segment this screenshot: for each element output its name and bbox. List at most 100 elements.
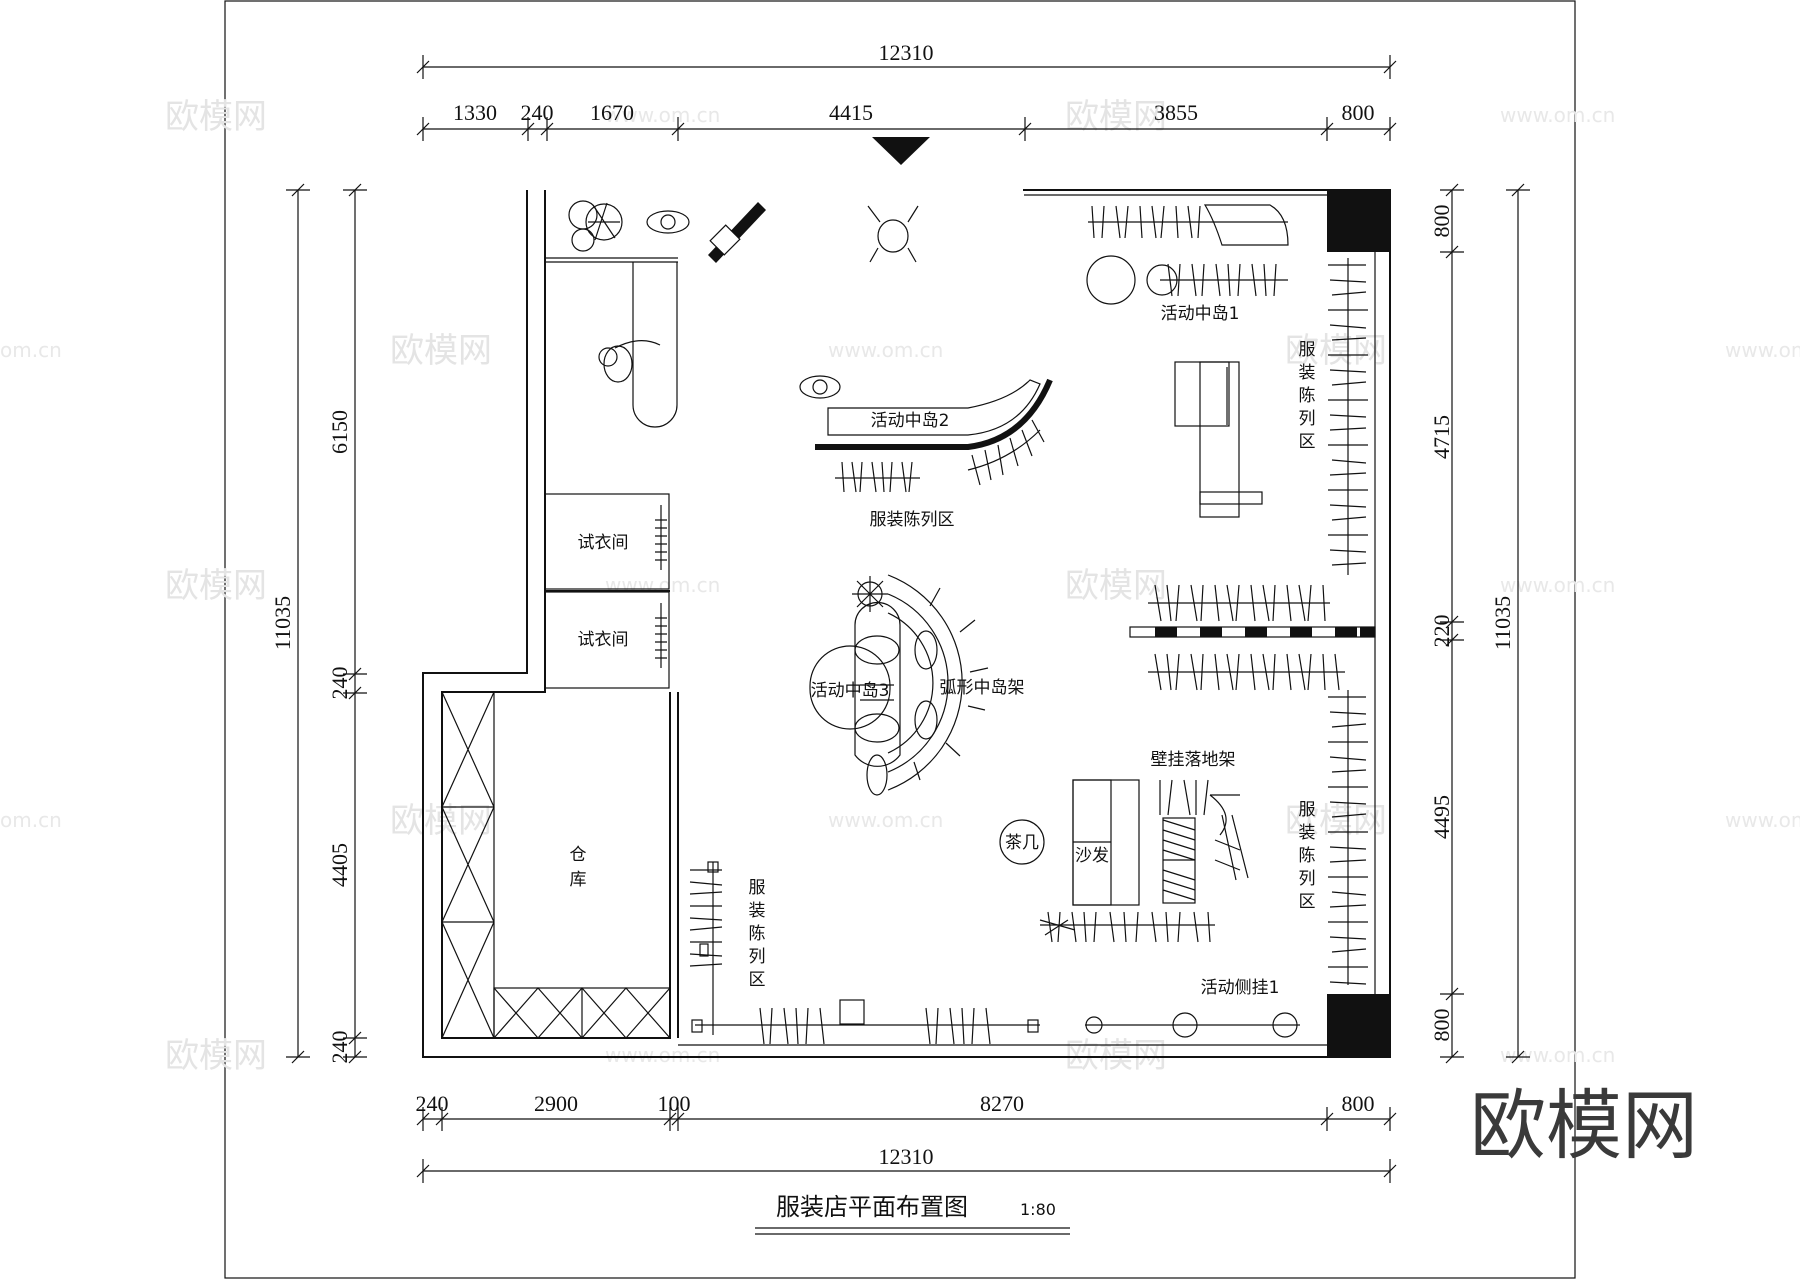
- dim-right-seg-2: 4715: [1429, 415, 1454, 459]
- drawing-scale: 1:80: [1020, 1200, 1056, 1219]
- island-1-label: 活动中岛1: [1161, 304, 1240, 324]
- dim-left-seg-1: 6150: [327, 410, 352, 454]
- person-icon: [867, 205, 919, 263]
- watermark-layer: 欧模网 欧模网 欧模网 欧模网 欧模网 欧模网 欧模网 欧模网 欧模网 欧模网 …: [0, 97, 1800, 1076]
- watermark-text: 欧模网: [165, 566, 267, 606]
- island-2-label: 活动中岛2: [871, 411, 950, 431]
- display-area-char: 服: [749, 878, 766, 898]
- sofa: 沙发: [1072, 779, 1140, 906]
- watermark-url: om.cn: [0, 808, 62, 832]
- display-area-char: 服: [1299, 340, 1316, 360]
- display-area-char: 装: [1299, 363, 1316, 383]
- watermark-url: www.om.cn: [1500, 573, 1615, 597]
- watermark-text: 欧模网: [1285, 801, 1387, 841]
- dim-bottom-total: 12310: [879, 1144, 934, 1169]
- watermark-url: www.om.cn: [828, 808, 943, 832]
- display-area-char: 区: [1299, 432, 1316, 452]
- sofa-label: 沙发: [1075, 846, 1109, 866]
- watermark-url: www.om.cn: [1500, 1043, 1615, 1067]
- dim-left-seg-3: 4405: [327, 843, 352, 887]
- watermark-url: www.om.cn: [605, 103, 720, 127]
- side-hanger: [1085, 1012, 1300, 1038]
- dimension-right: 800 4715 220 4495 800 11035: [1429, 183, 1530, 1064]
- central-partition: [1129, 584, 1376, 691]
- dim-top-seg-1: 1330: [453, 100, 497, 125]
- storage-label: 仓: [570, 845, 587, 865]
- column-top: [1327, 190, 1390, 252]
- display-rack-right-top: [1328, 258, 1368, 575]
- wall-rack: [1039, 779, 1249, 943]
- dim-top-seg-5: 3855: [1154, 100, 1198, 125]
- display-area-char: 列: [749, 947, 766, 967]
- display-area-char: 列: [1299, 409, 1316, 429]
- tea-table-label: 茶几: [1005, 833, 1039, 853]
- island-1: 活动中岛1: [1086, 204, 1289, 518]
- dim-bottom-seg-2: 2900: [534, 1091, 578, 1116]
- display-area-char: 区: [749, 970, 766, 990]
- stool-icon: [646, 210, 690, 234]
- display-area-char: 区: [1299, 892, 1316, 912]
- mannequin-icon: [708, 202, 766, 263]
- display-area-left-label: 服 装 陈 列 区: [749, 878, 766, 990]
- storage-room: 仓 库: [441, 691, 671, 1039]
- hanger-rack-icon: [1086, 204, 1289, 305]
- display-area-char: 陈: [1299, 386, 1316, 406]
- watermark-text: 欧模网: [165, 1036, 267, 1076]
- dim-top-total: 12310: [879, 40, 934, 65]
- display-area-char: 列: [1299, 869, 1316, 889]
- watermark-url: www.om.cn: [1500, 103, 1615, 127]
- dim-bottom-seg-1: 240: [416, 1091, 449, 1116]
- plant-icon: [852, 576, 888, 612]
- dim-left-seg-2: 240: [327, 667, 352, 700]
- watermark-text: 欧模网: [1065, 566, 1167, 606]
- display-area-char: 装: [1299, 823, 1316, 843]
- watermark-url: www.om.cn: [1725, 338, 1800, 362]
- watermark-text: 欧模网: [390, 331, 492, 371]
- watermark-url: www.om.cn: [1725, 808, 1800, 832]
- display-rack-left: [689, 861, 1040, 1045]
- brand-logo: 欧模网: [1470, 1081, 1698, 1170]
- arc-island-rack: [887, 574, 989, 791]
- dimension-left: 11035 6150 240 4405 240: [270, 183, 367, 1064]
- watermark-text: 欧模网: [165, 97, 267, 137]
- dim-left-seg-4: 240: [327, 1031, 352, 1064]
- dim-right-seg-4: 4495: [1429, 795, 1454, 839]
- column-bottom: [1327, 994, 1390, 1057]
- dim-left-total: 11035: [270, 596, 295, 650]
- dimension-bottom: 240 2900 100 8270 800 12310: [416, 1091, 1397, 1183]
- display-area-char: 装: [749, 901, 766, 921]
- watermark-text: 欧模网: [1065, 97, 1167, 137]
- fitting-room-label: 试衣间: [578, 630, 629, 650]
- watermark-text: 欧模网: [1285, 331, 1387, 371]
- arc-rack-label: 弧形中岛架: [940, 678, 1025, 698]
- island-2: 活动中岛2 服装陈列区: [799, 375, 1053, 530]
- cashier-counter: [598, 262, 678, 428]
- display-rack-right-bottom: [1328, 690, 1368, 985]
- storage-label: 库: [570, 870, 587, 890]
- stool-icon: [866, 630, 938, 796]
- walls: [422, 189, 1391, 1058]
- display-area-label: 服装陈列区: [870, 510, 955, 530]
- hanger-rack-icon: [1148, 584, 1345, 691]
- dim-right-seg-1: 800: [1429, 205, 1454, 238]
- fitting-room-label: 试衣间: [578, 533, 629, 553]
- dim-top-seg-6: 800: [1342, 100, 1375, 125]
- dim-top-seg-3: 1670: [590, 100, 634, 125]
- entrance-arrow-icon: [872, 137, 930, 165]
- dim-right-total: 11035: [1490, 596, 1515, 650]
- dim-right-seg-3: 220: [1429, 615, 1454, 648]
- display-area-right-bottom-label: 服 装 陈 列 区: [1299, 800, 1316, 912]
- fitting-rooms: 试衣间 试衣间: [544, 493, 670, 689]
- watermark-url: om.cn: [0, 338, 62, 362]
- wall-rack-label: 壁挂落地架: [1151, 750, 1236, 770]
- person-icon: [598, 340, 661, 383]
- hanger-rack-icon: [835, 419, 1045, 493]
- watermark-url: www.om.cn: [605, 1043, 720, 1067]
- dimension-top: 12310 1330 240 1670 4415 3855 800: [416, 40, 1397, 141]
- tea-table: 茶几: [999, 819, 1045, 865]
- dim-bottom-seg-3: 100: [658, 1091, 691, 1116]
- display-area-char: 陈: [749, 924, 766, 944]
- dim-bottom-seg-4: 8270: [980, 1091, 1024, 1116]
- side-hanger-label: 活动侧挂1: [1201, 978, 1280, 998]
